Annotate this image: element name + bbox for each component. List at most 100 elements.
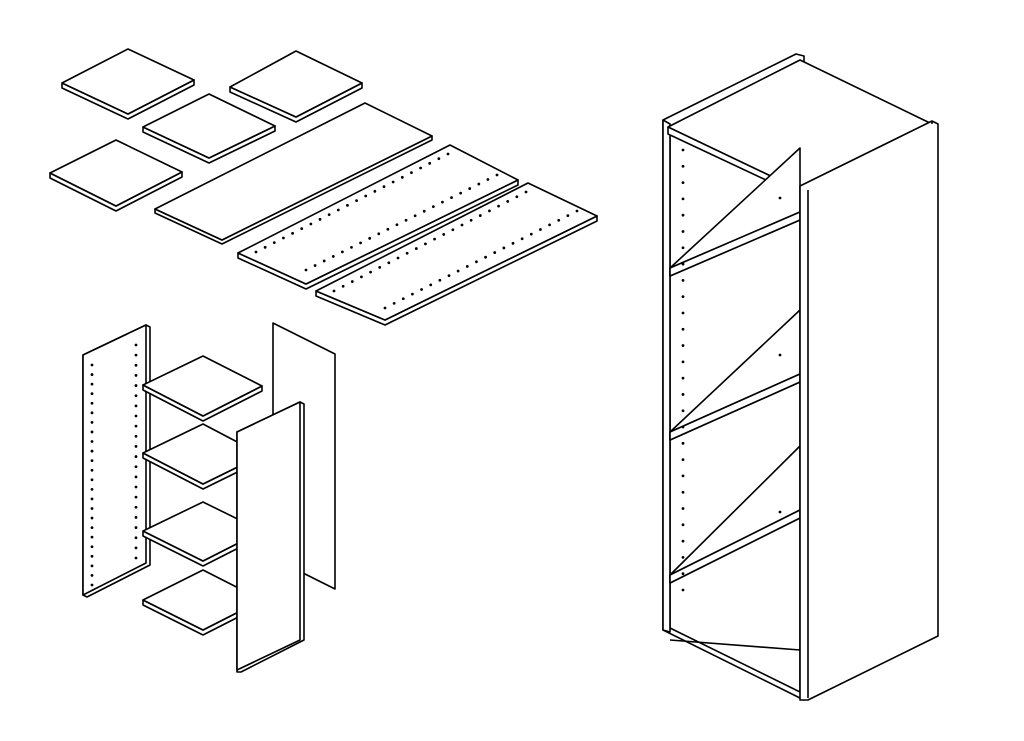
peg-hole	[391, 180, 395, 184]
peg-hole	[400, 175, 404, 179]
peg-hole	[382, 185, 386, 189]
peg-hole	[90, 535, 94, 539]
peg-hole	[327, 213, 331, 217]
peg-hole	[681, 474, 685, 478]
peg-hole	[90, 392, 94, 396]
peg-hole	[484, 255, 487, 259]
peg-hole	[90, 411, 94, 415]
peg-hole	[282, 236, 285, 240]
peg-hole	[437, 157, 441, 161]
peg-hole	[681, 507, 685, 510]
peg-hole	[134, 343, 138, 347]
peg-hole	[360, 275, 363, 279]
peg-hole	[332, 289, 336, 293]
peg-hole	[681, 262, 685, 266]
shelf-board	[49, 139, 183, 207]
peg-hole	[477, 182, 481, 186]
peg-hole	[322, 259, 326, 263]
peg-hole	[502, 246, 506, 250]
peg-hole	[438, 278, 442, 282]
peg-hole	[134, 485, 138, 489]
peg-hole	[486, 178, 490, 181]
peg-hole	[392, 301, 396, 305]
peg-hole	[681, 344, 685, 347]
peg-hole	[395, 223, 399, 227]
peg-hole	[272, 241, 276, 245]
peg-hole	[134, 475, 138, 479]
peg-hole	[681, 588, 685, 592]
peg-hole	[377, 232, 381, 236]
peg-hole	[291, 231, 294, 235]
bookcase-left-edge	[662, 119, 671, 633]
peg-hole	[134, 505, 138, 509]
exploded-shelf	[142, 355, 263, 417]
exploded-assembly	[82, 322, 336, 673]
peg-hole	[90, 516, 94, 520]
shelf-board	[229, 50, 363, 118]
peg-hole	[134, 384, 138, 387]
peg-hole	[451, 228, 455, 232]
peg-hole	[488, 209, 491, 213]
peg-hole	[90, 564, 94, 568]
peg-hole	[414, 247, 418, 250]
peg-hole	[681, 230, 685, 233]
peg-hole	[359, 241, 362, 245]
peg-hole	[557, 218, 561, 222]
loose-parts	[49, 48, 598, 326]
left-side-panel	[82, 324, 147, 596]
peg-hole	[304, 268, 308, 272]
peg-hole	[90, 507, 94, 510]
peg-hole	[681, 327, 685, 331]
peg-hole	[681, 197, 685, 201]
peg-hole	[404, 218, 408, 222]
peg-hole	[263, 245, 267, 249]
peg-hole	[539, 228, 542, 231]
peg-hole	[681, 425, 685, 429]
peg-hole	[134, 536, 138, 540]
peg-hole	[90, 554, 94, 558]
peg-hole	[355, 199, 358, 203]
peg-hole	[422, 209, 426, 213]
peg-hole	[529, 232, 533, 236]
peg-hole	[681, 441, 685, 445]
peg-hole	[469, 218, 473, 222]
peg-hole	[511, 241, 515, 245]
peg-hole	[134, 394, 138, 398]
peg-hole	[681, 539, 685, 543]
peg-hole	[90, 468, 94, 472]
peg-hole	[90, 574, 94, 577]
peg-hole	[495, 173, 499, 177]
peg-hole	[424, 242, 427, 246]
peg-hole	[378, 266, 382, 269]
peg-hole	[134, 353, 138, 357]
peg-hole	[475, 260, 478, 264]
peg-hole	[90, 420, 94, 424]
peg-hole	[431, 205, 435, 209]
peg-hole	[681, 181, 685, 184]
peg-hole	[90, 478, 94, 482]
peg-hole	[681, 360, 685, 364]
bookcase-right-panel	[799, 120, 939, 701]
peg-hole	[681, 409, 685, 413]
peg-hole	[90, 373, 94, 376]
peg-hole	[497, 204, 500, 208]
peg-hole	[396, 256, 400, 260]
peg-hole	[420, 288, 423, 291]
peg-hole	[90, 382, 94, 386]
peg-hole	[90, 430, 94, 434]
peg-hole	[681, 556, 685, 559]
peg-hole	[318, 217, 322, 221]
assembled-bookcase	[662, 53, 939, 701]
peg-hole	[411, 292, 414, 296]
peg-hole	[346, 203, 349, 207]
peg-hole	[681, 458, 685, 462]
peg-hole	[134, 445, 138, 448]
peg-hole	[90, 449, 94, 453]
bookcase-bottom-rail	[669, 639, 801, 651]
side-panel-perforated	[237, 144, 519, 285]
peg-hole	[524, 190, 528, 194]
peg-hole	[460, 223, 464, 227]
peg-hole	[681, 295, 685, 299]
peg-hole	[681, 148, 685, 152]
